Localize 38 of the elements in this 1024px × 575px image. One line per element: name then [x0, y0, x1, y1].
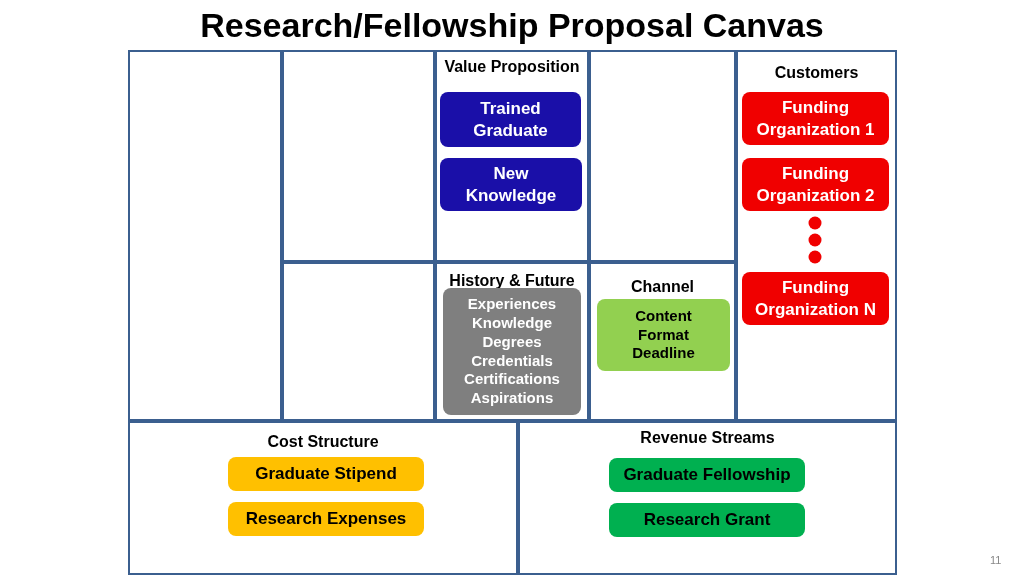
- item-box: Research Expenses: [228, 502, 424, 536]
- canvas-cell: [736, 50, 897, 421]
- title: Research/Fellowship Proposal Canvas: [200, 6, 824, 45]
- section-heading: Value Proposition: [444, 58, 580, 76]
- item-text: Format: [638, 325, 689, 345]
- item-text: Deadline: [632, 344, 695, 364]
- item-box: New Knowledge: [440, 158, 582, 211]
- item-text: Degrees: [482, 332, 542, 352]
- item-box: [443, 288, 581, 415]
- section-heading: Revenue Streams: [640, 429, 775, 447]
- canvas-cell: [435, 50, 589, 262]
- item-text: Credentials: [471, 351, 553, 371]
- item-text: Aspirations: [470, 389, 554, 408]
- canvas-cell: [282, 262, 435, 421]
- canvas-cell: [435, 262, 589, 421]
- section-heading: History & Future: [449, 272, 575, 290]
- item-box: Funding Organization N: [742, 272, 889, 325]
- item-text: Knowledge: [472, 314, 552, 333]
- item-box: Funding Organization 1: [742, 92, 889, 145]
- item-box: Funding Organization 2: [742, 158, 889, 211]
- item-box: Graduate Stipend: [228, 457, 424, 491]
- section-heading: Customers: [774, 64, 859, 82]
- item-box: Research Grant: [609, 503, 805, 537]
- canvas-cell: [518, 421, 897, 575]
- section-heading: Channel: [630, 278, 695, 296]
- page-number: 11: [990, 554, 1002, 566]
- item-text: Experiences: [467, 295, 557, 314]
- canvas-cell: [589, 262, 736, 421]
- canvas-cell: [128, 50, 282, 421]
- canvas-cell: [128, 421, 518, 575]
- canvas-cell: [589, 50, 736, 262]
- item-box: [597, 299, 730, 371]
- item-box: Trained Graduate: [440, 92, 581, 147]
- item-text: Certifications: [464, 370, 560, 389]
- canvas-cell: [282, 50, 435, 262]
- item-box: Graduate Fellowship: [609, 458, 805, 492]
- item-text: Content: [635, 306, 692, 326]
- section-heading: Cost Structure: [267, 433, 379, 451]
